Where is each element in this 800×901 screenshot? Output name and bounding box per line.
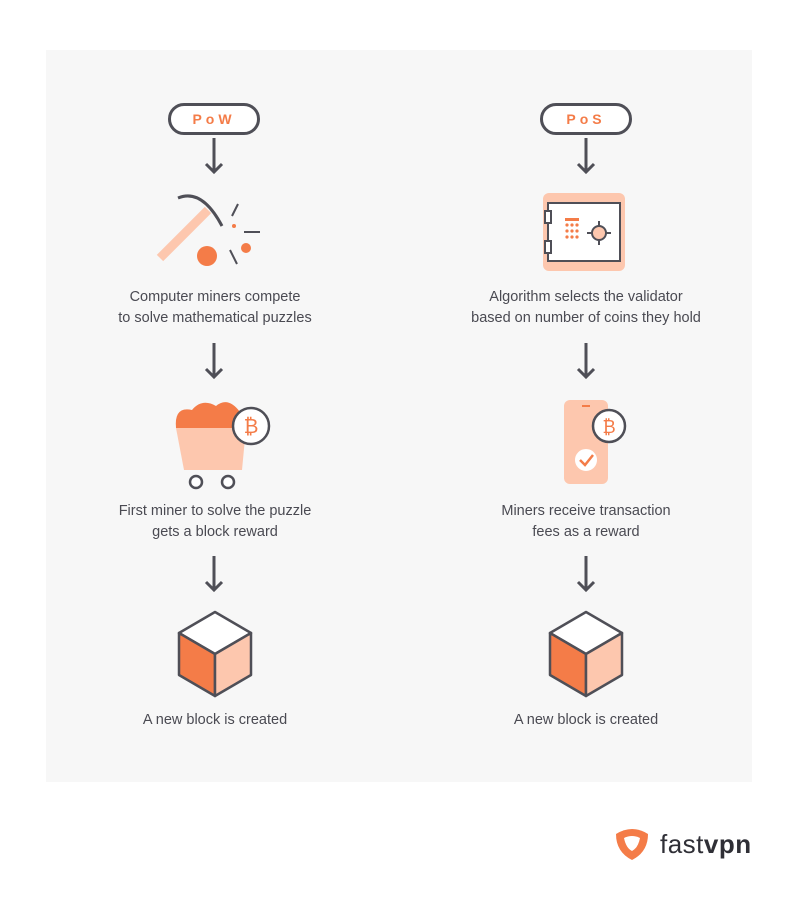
arrow-down-icon [576,138,596,175]
phone-check-icon: ₿ [564,400,627,484]
pos-step3-label: A new block is created [513,712,659,728]
pow-step2-line2: gets a block reward [152,524,278,540]
fastvpn-logo-icon [616,829,648,860]
diagram-panel [46,50,752,782]
pow-title-pill: PoW [168,103,260,135]
block-cube-icon [177,610,253,698]
pos-step2-line1: Miners receive transaction [501,503,671,519]
safe-icon [543,193,625,271]
mining-cart-icon: ₿ [175,402,271,490]
arrow-down-icon [576,343,596,380]
arrow-down-icon [204,138,224,175]
block-cube-icon [548,610,624,698]
pow-step3-label: A new block is created [142,712,288,728]
bitcoin-icon: ₿ [231,406,271,446]
pos-title-pill: PoS [540,103,632,135]
pos-step1-line2: based on number of coins they hold [471,310,701,326]
svg-text:₿: ₿ [244,414,259,438]
pow-step2-line1: First miner to solve the puzzle [118,503,312,519]
pos-step2-line2: fees as a reward [532,524,640,540]
pos-step1-line1: Algorithm selects the validator [489,289,683,305]
arrow-down-icon [204,343,224,380]
svg-text:₿: ₿ [602,417,615,438]
arrow-down-icon [576,556,596,593]
pow-step1-line2: to solve mathematical puzzles [118,310,312,326]
pickaxe-icon [156,194,260,266]
arrow-down-icon [204,556,224,593]
pow-step1-line1: Computer miners compete [129,289,301,305]
bitcoin-icon: ₿ [591,408,627,444]
fastvpn-wordmark: fastvpn [660,829,752,859]
